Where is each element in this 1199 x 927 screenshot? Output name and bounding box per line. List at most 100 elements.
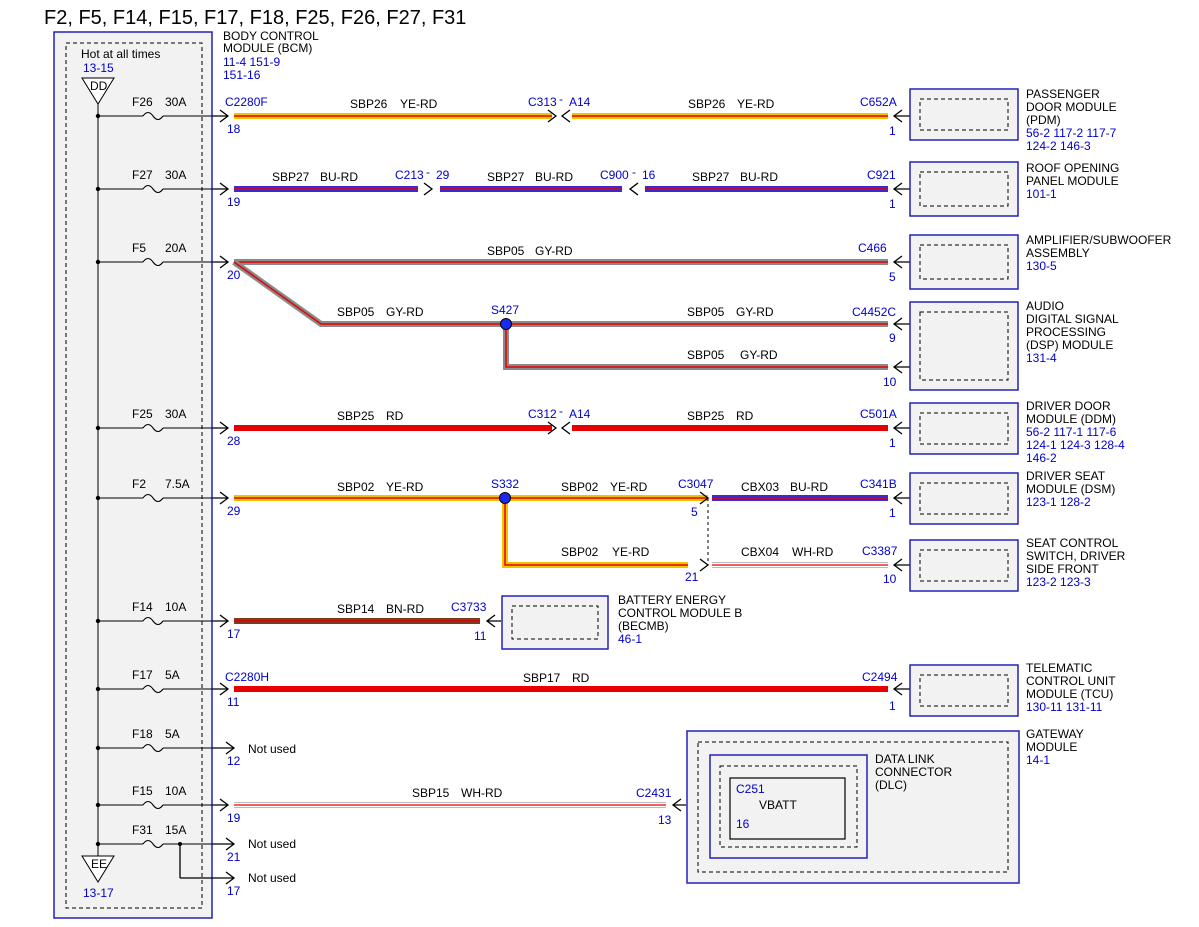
connector-c4452c[interactable]: C4452C [852,305,896,319]
hot-label: Hot at all times [81,47,160,61]
dash: - [559,92,563,106]
tcu-box[interactable] [909,664,1019,717]
connector-c2431[interactable]: C2431 [636,786,672,800]
bcm-pin: 18 [227,122,241,136]
splice-s332-dot[interactable] [499,492,511,504]
component-page-ref[interactable]: 124-1 124-3 128-4 [1026,438,1125,452]
fuse-symbol [142,184,164,194]
fuse-rating: 30A [165,407,186,421]
component-page-ref[interactable]: 130-5 [1026,259,1057,273]
connector-c213[interactable]: C213 [395,168,424,182]
fuse-name: F18 [132,727,153,741]
becmb-box[interactable] [501,595,609,650]
component-page-ref[interactable]: 123-2 123-3 [1026,575,1091,589]
splice-s427-dot[interactable] [500,318,512,330]
becmb-name-line: (BECMB) [618,619,669,633]
bus-ee-ref[interactable]: 13-17 [83,886,114,900]
fuse-rating: 5A [165,668,180,682]
component-name-line: DIGITAL SIGNAL [1026,312,1119,326]
bcm-pin: 20 [227,268,241,282]
wire-sbp05-b[interactable] [232,259,888,327]
becmb-name-line: CONTROL MODULE B [618,606,742,620]
wire-label-circuit: SBP05 [687,305,725,319]
bcm-pin: 21 [227,850,241,864]
bus-ee-label: EE [91,857,107,871]
component-page-ref[interactable]: 124-2 146-3 [1026,139,1091,153]
connector-c313[interactable]: C313 [528,95,557,109]
pin-c3047-21: 21 [685,570,699,584]
not-used-f31b: Not used [248,871,296,885]
becmb-name-line: BATTERY ENERGY [618,593,726,607]
wire-label-circuit: SBP25 [687,409,725,423]
component-name-line: SWITCH, DRIVER [1026,549,1126,563]
amplifier-box[interactable] [909,234,1019,290]
wire-label-circuit: SBP02 [561,480,599,494]
becmb-page-ref[interactable]: 46-1 [618,632,642,646]
bcm-box [53,31,213,919]
wire-label-color: BN-RD [386,602,424,616]
connector-c341b[interactable]: C341B [860,477,897,491]
component-name-line: (PDM) [1026,113,1061,127]
connector-c3047[interactable]: C3047 [678,477,714,491]
fuse-name: F25 [132,407,153,421]
connector-c2280f[interactable]: C2280F [225,95,268,109]
connector-c312[interactable]: C312 [528,407,557,421]
connector-c900[interactable]: C900 [600,168,629,182]
connector-c2280h[interactable]: C2280H [225,670,269,684]
bcm-pin: 19 [227,811,241,825]
pin-c501a: 1 [889,436,896,450]
connector-c652a[interactable]: C652A [860,95,897,109]
wire-label-circuit: SBP02 [561,545,599,559]
hot-ref[interactable]: 13-15 [83,61,114,75]
component-page-ref[interactable]: 123-1 128-2 [1026,495,1091,509]
component-page-ref[interactable]: 56-2 117-1 117-6 [1026,425,1117,439]
pin-c2431: 13 [658,813,672,827]
pin-c3733: 11 [474,629,487,643]
ddm-box[interactable] [909,402,1019,455]
connector-c900-pin: 16 [642,168,656,182]
dsm-box[interactable] [909,472,1019,525]
pin-c652a: 1 [889,124,896,138]
component-page-ref[interactable]: 131-4 [1026,351,1057,365]
wire-label-circuit: SBP05 [337,305,375,319]
dsp-box[interactable] [909,301,1019,391]
fuse-symbol [142,257,164,267]
connector-c2494[interactable]: C2494 [862,670,898,684]
pin-c4452c-10: 10 [883,375,897,389]
splice-s332[interactable]: S332 [491,477,519,491]
connector-c501a[interactable]: C501A [860,407,897,421]
bcm-pin: 17 [227,627,241,641]
connector-c3387[interactable]: C3387 [862,544,898,558]
component-page-ref[interactable]: 101-1 [1026,187,1057,201]
bcm-refs-2[interactable]: 151-16 [223,68,261,82]
connector-arrows [213,109,910,812]
splice-s427[interactable]: S427 [491,303,519,317]
dlc-name-line: (DLC) [875,778,907,792]
component-name-line: MODULE (TCU) [1026,687,1113,701]
bcm-refs-1[interactable]: 11-4 151-9 [223,55,280,69]
fuse-rating: 30A [165,95,186,109]
connector-c3733[interactable]: C3733 [451,600,487,614]
gateway-page-ref[interactable]: 14-1 [1026,753,1050,767]
seat-switch-box[interactable] [909,539,1019,592]
connector-c466[interactable]: C466 [858,241,887,255]
connector-c921[interactable]: C921 [867,168,896,182]
roof-panel-box[interactable] [909,161,1019,217]
component-page-ref[interactable]: 130-11 131-11 [1026,700,1103,714]
component-page-ref[interactable]: 56-2 117-2 117-7 [1026,126,1117,140]
c251-box[interactable] [729,777,846,840]
connector-c251[interactable]: C251 [736,782,765,796]
pdm-box[interactable] [909,88,1019,141]
component-page-ref[interactable]: 146-2 [1026,451,1057,465]
